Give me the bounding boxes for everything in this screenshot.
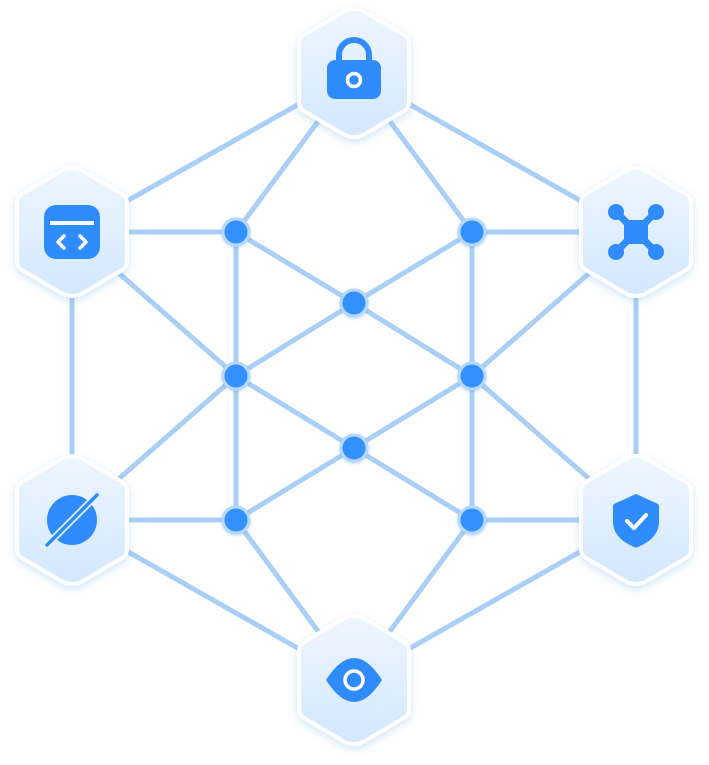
code-window-icon: [44, 205, 100, 259]
edge: [351, 373, 475, 451]
hex-node-upper-left: [15, 165, 129, 299]
edge: [233, 300, 357, 379]
globe-off-icon: [42, 490, 102, 550]
padlock-icon: [327, 37, 381, 99]
network-node: [339, 288, 369, 318]
edge: [233, 373, 357, 451]
edge: [351, 445, 475, 523]
eye-icon: [326, 658, 382, 702]
edge: [351, 300, 475, 379]
edge: [351, 229, 475, 306]
hex-node-bottom: [297, 613, 411, 747]
network-node: [221, 505, 251, 535]
hex-node-lower-left: [15, 453, 129, 587]
hex-node-upper-right: [579, 165, 693, 299]
inner-nodes: [221, 217, 487, 535]
edge: [233, 445, 357, 523]
edge: [233, 229, 357, 306]
hex-node-top: [297, 6, 411, 140]
network-node: [221, 217, 251, 247]
network-node: [457, 505, 487, 535]
network-node: [457, 361, 487, 391]
network-node: [339, 433, 369, 463]
network-node: [457, 217, 487, 247]
hex-node-lower-right: [579, 453, 693, 587]
shield-check-icon: [613, 494, 659, 548]
network-node: [221, 361, 251, 391]
network-nodes-icon: [608, 204, 664, 260]
connection-lines: [69, 70, 639, 683]
